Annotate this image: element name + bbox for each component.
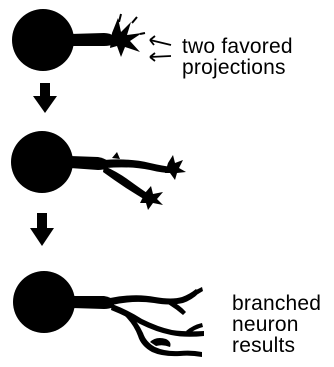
growth-cone-icon [110,18,142,57]
branched-neuron-label-line-2: neuron [232,313,299,336]
projection-arrows [149,35,172,62]
axon-loop [150,338,171,347]
projections-label: two favored projections [182,36,293,78]
axon-twig [168,300,186,315]
stage-1-neuron [12,9,172,71]
neuron-soma [11,131,73,193]
neuron-soma [13,271,75,333]
axon-shaft [70,33,114,46]
filopodia [118,13,146,35]
axon-shaft [70,156,108,170]
growth-cone-icon [140,186,163,210]
branched-neuron-label-line-1: branched [232,292,322,315]
axon-branch-upper [104,159,172,173]
axon-shaft [72,296,114,309]
axon-branch-middle [111,304,204,337]
growth-cone-icon [165,155,186,180]
axon-branch-upper [110,289,199,305]
axon-spur [112,152,120,159]
down-arrow-icon [33,83,57,113]
neuron-soma [12,9,74,71]
branched-neuron-label: branched neuron results [232,293,321,356]
down-arrow-icon [30,213,54,246]
branched-neuron-label-line-3: results [232,334,296,357]
axon-fork [186,323,203,334]
axon-branch-lower [125,312,202,357]
projections-label-line-1: two favored [182,35,293,58]
projections-label-line-2: projections [182,56,286,79]
stage-2-neuron [11,131,186,210]
axon-tip [196,287,203,294]
axon-branch-lower [103,166,150,201]
stage-3-neuron [13,271,204,357]
